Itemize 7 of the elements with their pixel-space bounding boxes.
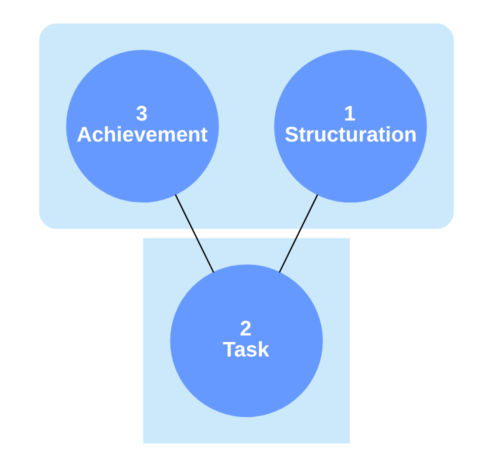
- node-circle: 1 Structuration: [274, 50, 427, 203]
- connector: [278, 194, 318, 273]
- node-circle: 2 Task: [170, 264, 323, 418]
- cluster: [143, 238, 350, 444]
- cluster: [39, 24, 454, 229]
- node-circle: 3 Achievement: [66, 50, 219, 203]
- connector: [174, 194, 214, 273]
